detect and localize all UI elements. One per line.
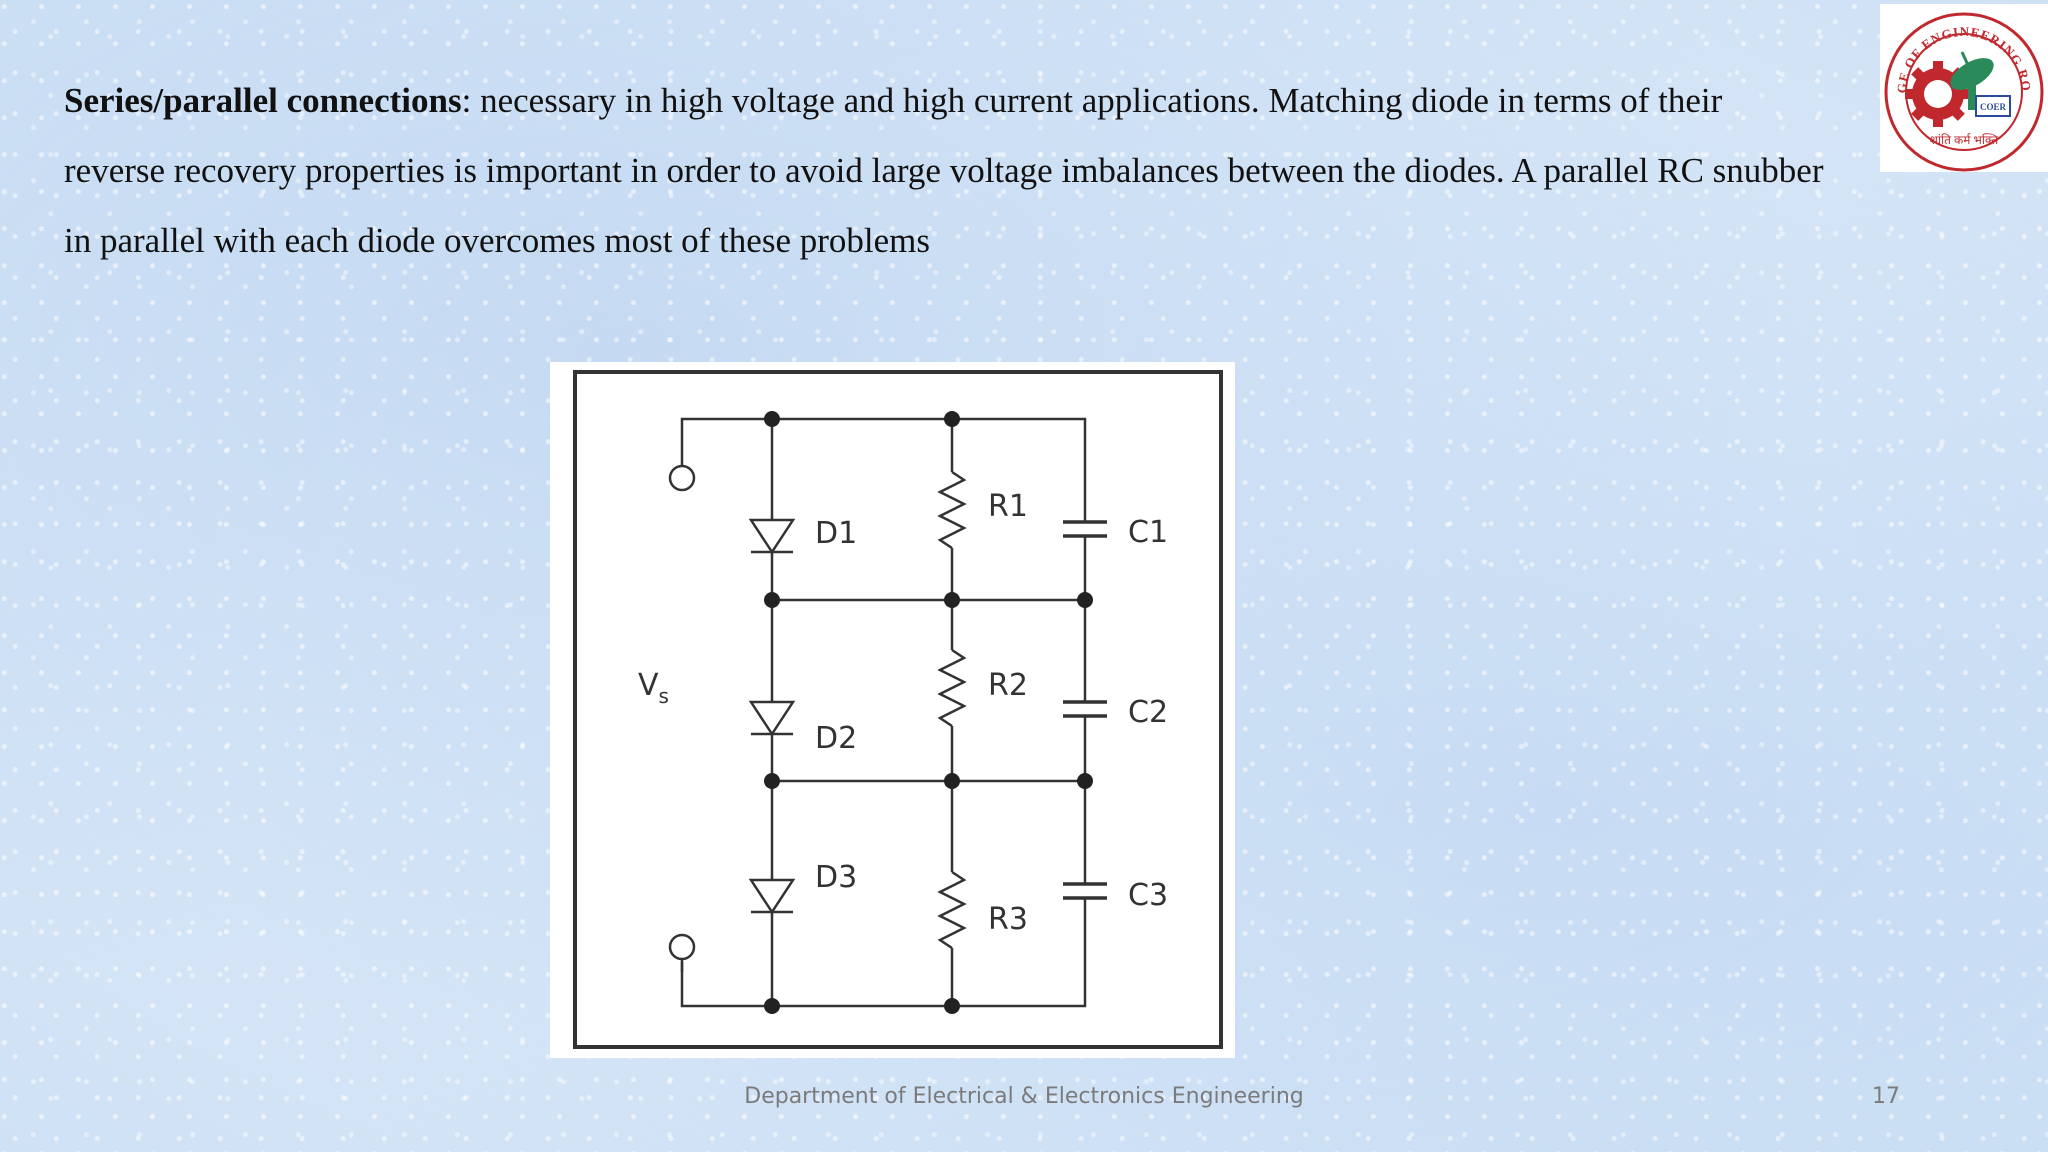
diode-label-d2: D2	[815, 721, 857, 756]
series-diode-snubber-circuit: Vs D1 D2 D3 R1 R2 R3	[573, 370, 1223, 1049]
logo-badge-text: COER	[1980, 102, 2007, 112]
capacitor-label-c1: C1	[1128, 515, 1168, 550]
source-label: Vs	[638, 668, 669, 708]
vs-terminal-bottom	[668, 933, 696, 961]
vs-terminal-top	[668, 464, 696, 492]
capacitor-label-c3: C3	[1128, 878, 1168, 913]
diode-label-d3: D3	[815, 860, 857, 895]
slide-body-text: Series/parallel connections: necessary i…	[64, 66, 1824, 276]
resistor-label-r1: R1	[988, 489, 1028, 524]
junction-dots	[764, 411, 1093, 1014]
resistor-label-r2: R2	[988, 668, 1028, 703]
circuit-figure: Vs D1 D2 D3 R1 R2 R3	[550, 362, 1235, 1058]
resistor-column	[937, 419, 967, 1006]
diode-column	[748, 419, 796, 1006]
college-seal-icon: COLLEGE OF ENGINEERING ROORKEE	[1874, 0, 2044, 172]
page-number: 17	[1872, 1084, 1900, 1109]
slide-description: : necessary in high voltage and high cur…	[64, 81, 1824, 260]
college-logo: COLLEGE OF ENGINEERING ROORKEE	[1874, 0, 2048, 172]
capacitor-column	[1063, 447, 1107, 962]
top-rail-wire	[680, 417, 1087, 447]
diode-label-d1: D1	[815, 516, 857, 551]
bottom-rail-wire	[680, 962, 1087, 1008]
resistor-label-r3: R3	[988, 902, 1028, 937]
logo-motto: शांति कर्म भक्ति	[1930, 133, 2000, 147]
capacitor-label-c2: C2	[1128, 695, 1168, 730]
slide-heading: Series/parallel connections	[64, 81, 462, 120]
circuit-border	[573, 370, 1223, 1049]
slide-footer: Department of Electrical & Electronics E…	[744, 1084, 1304, 1109]
